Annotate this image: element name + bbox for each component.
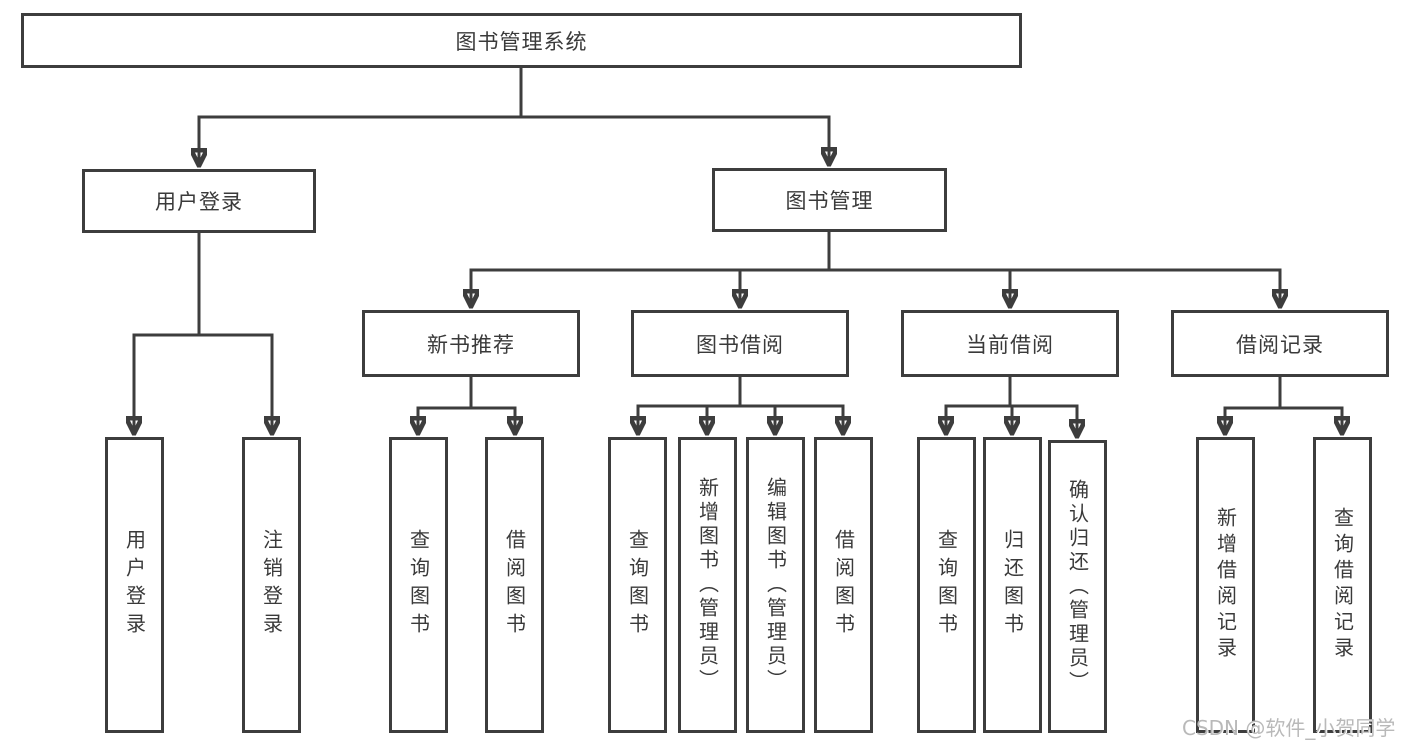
- leaf-newbooks-borrow: 借阅图书: [485, 437, 544, 733]
- leaf-current-query: 查询图书: [917, 437, 976, 733]
- leaf-borrow-borrow-label: 借阅图书: [831, 529, 856, 641]
- node-user-login: 用户登录: [82, 169, 316, 233]
- node-user-login-label: 用户登录: [155, 190, 243, 214]
- node-root: 图书管理系统: [21, 13, 1022, 68]
- leaf-user-login: 用户登录: [105, 437, 164, 733]
- leaf-current-query-label: 查询图书: [934, 529, 959, 641]
- edge-current-leaf3: [1010, 404, 1077, 436]
- edge-newbooks-leaf1: [418, 406, 471, 433]
- edge-newbooks-leaf2: [471, 406, 515, 433]
- node-root-label: 图书管理系统: [455, 29, 588, 54]
- leaf-records-add-label: 新增借阅记录: [1213, 507, 1238, 663]
- leaf-records-query-label: 查询借阅记录: [1330, 507, 1355, 663]
- node-new-books: 新书推荐: [362, 310, 580, 377]
- leaf-borrow-add: 新增图书（管理员）: [678, 437, 737, 733]
- edge-records-leaf2: [1280, 406, 1342, 433]
- edge-mgmt-to-current: [829, 268, 1010, 306]
- leaf-logout: 注销登录: [242, 437, 301, 733]
- leaf-records-query: 查询借阅记录: [1313, 437, 1372, 733]
- node-book-borrow-label: 图书借阅: [696, 332, 784, 357]
- leaf-newbooks-query-label: 查询图书: [406, 529, 431, 641]
- leaf-current-confirm-label: 确认归还（管理员）: [1065, 478, 1090, 695]
- leaf-current-confirm: 确认归还（管理员）: [1048, 440, 1107, 733]
- node-book-mgmt: 图书管理: [712, 168, 947, 232]
- csdn-watermark: CSDN @软件_小贺同学: [1182, 716, 1396, 740]
- edge-login-to-leaf2: [199, 333, 272, 433]
- edge-mgmt-to-borrow: [740, 268, 829, 306]
- edge-current-leaf2: [1010, 404, 1012, 433]
- leaf-borrow-add-label: 新增图书（管理员）: [695, 477, 720, 693]
- leaf-records-add: 新增借阅记录: [1196, 437, 1255, 733]
- leaf-logout-label: 注销登录: [259, 529, 284, 641]
- leaf-borrow-query: 查询图书: [608, 437, 667, 733]
- edge-root-to-mgmt: [521, 115, 829, 164]
- node-new-books-label: 新书推荐: [427, 332, 515, 357]
- edge-root-to-login: [199, 115, 521, 165]
- leaf-borrow-borrow: 借阅图书: [814, 437, 873, 733]
- leaf-borrow-edit-label: 编辑图书（管理员）: [763, 477, 788, 693]
- leaf-user-login-label: 用户登录: [122, 529, 147, 641]
- node-current-borrow: 当前借阅: [901, 310, 1119, 377]
- leaf-newbooks-borrow-label: 借阅图书: [502, 529, 527, 641]
- edge-borrow-leaf4: [740, 404, 843, 433]
- node-book-mgmt-label: 图书管理: [785, 189, 874, 213]
- leaf-newbooks-query: 查询图书: [389, 437, 448, 733]
- edge-mgmt-to-newbooks: [471, 268, 829, 306]
- node-borrow-records-label: 借阅记录: [1236, 332, 1324, 357]
- node-book-borrow: 图书借阅: [631, 310, 849, 377]
- leaf-borrow-query-label: 查询图书: [625, 529, 650, 641]
- edge-current-leaf1: [946, 404, 1010, 433]
- edge-borrow-leaf2: [707, 404, 740, 433]
- leaf-current-return: 归还图书: [983, 437, 1042, 733]
- leaf-current-return-label: 归还图书: [1000, 529, 1025, 641]
- edge-mgmt-to-records: [829, 268, 1280, 306]
- edge-borrow-leaf3: [740, 404, 775, 433]
- node-borrow-records: 借阅记录: [1171, 310, 1389, 377]
- edge-login-to-leaf1: [134, 333, 199, 433]
- edge-records-leaf1: [1225, 406, 1280, 433]
- leaf-borrow-edit: 编辑图书（管理员）: [746, 437, 805, 733]
- edge-borrow-leaf1: [638, 404, 740, 433]
- node-current-borrow-label: 当前借阅: [966, 332, 1054, 357]
